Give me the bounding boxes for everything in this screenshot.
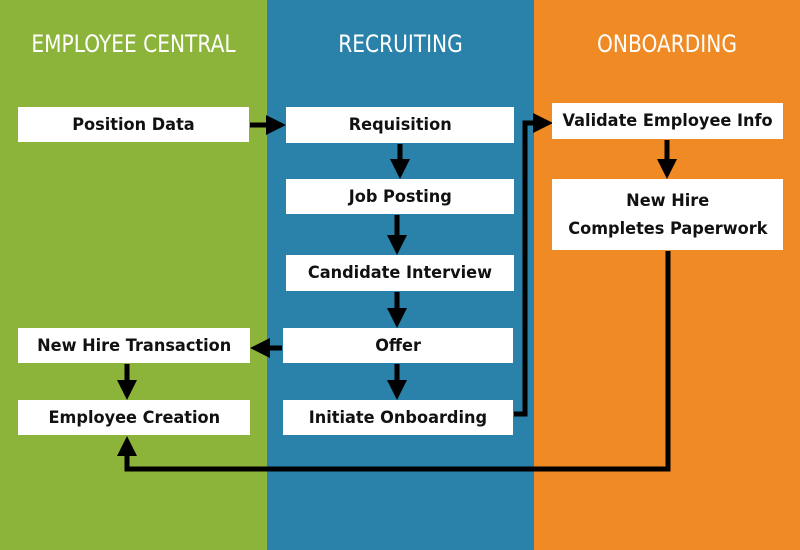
new-hire-paperwork-line1: New Hire: [625, 190, 709, 211]
new-hire-transaction-box: New Hire Transaction: [18, 328, 250, 363]
new-hire-paperwork-line2: Completes Paperwork: [567, 218, 768, 239]
requisition-box: Requisition: [286, 107, 514, 143]
requisition-label: Requisition: [348, 115, 452, 135]
onboarding-title: ONBOARDING: [597, 30, 737, 58]
candidate-interview-label: Candidate Interview: [307, 263, 493, 283]
employee-central-title: EMPLOYEE CENTRAL: [31, 30, 236, 58]
new-hire-paperwork-box: New Hire Completes Paperwork: [552, 179, 783, 250]
recruiting-title: RECRUITING: [338, 30, 463, 58]
position-data-box: Position Data: [18, 107, 249, 142]
onboarding-column: ONBOARDING: [534, 0, 800, 550]
employee-creation-box: Employee Creation: [18, 400, 250, 435]
offer-box: Offer: [283, 328, 513, 363]
job-posting-box: Job Posting: [286, 179, 514, 214]
job-posting-label: Job Posting: [348, 186, 452, 207]
offer-label: Offer: [375, 335, 421, 356]
employee-creation-label: Employee Creation: [48, 407, 220, 428]
initiate-onboarding-label: Initiate Onboarding: [308, 407, 488, 428]
new-hire-transaction-label: New Hire Transaction: [36, 335, 232, 356]
validate-employee-info-label: Validate Employee Info: [562, 111, 773, 131]
initiate-onboarding-box: Initiate Onboarding: [283, 400, 513, 435]
validate-employee-info-box: Validate Employee Info: [552, 103, 783, 139]
position-data-label: Position Data: [72, 114, 195, 135]
candidate-interview-box: Candidate Interview: [286, 255, 514, 291]
employee-central-column: EMPLOYEE CENTRAL: [0, 0, 267, 550]
